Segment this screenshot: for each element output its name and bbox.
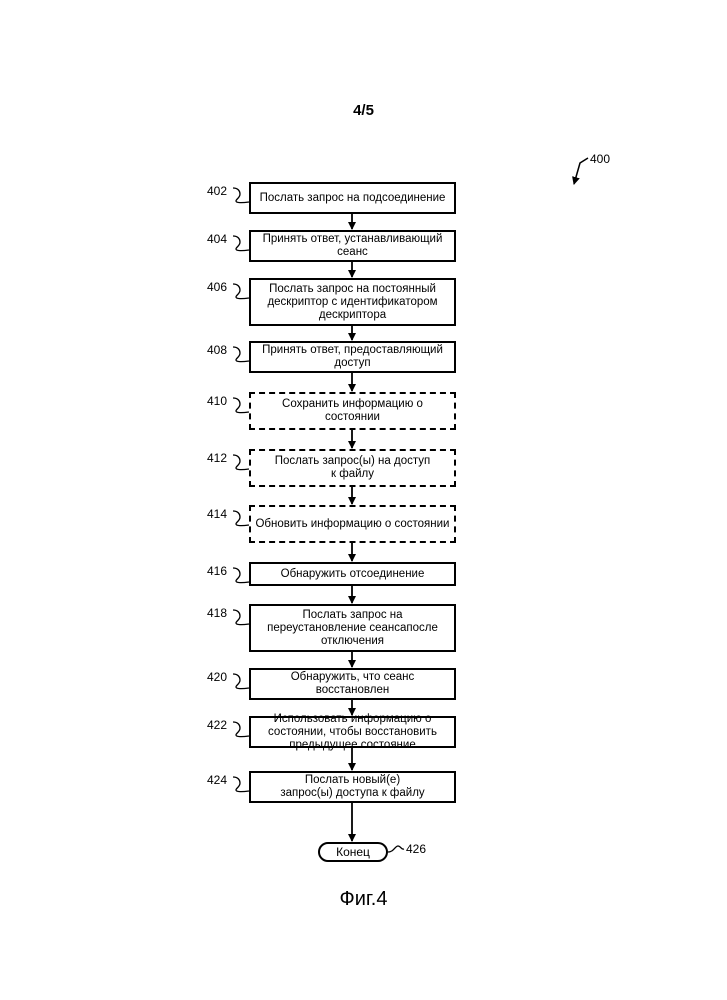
step-text: Послать запрос на подсоединение [260,192,446,205]
step-number-412: 412 [207,451,227,465]
step-box-424: Послать новый(е) запрос(ы) доступа к фай… [249,771,456,803]
leader-line-402 [233,188,249,203]
step-box-404: Принять ответ, устанавливающий сеанс [249,230,456,262]
step-box-422: Использовать информацию о состоянии, что… [249,716,456,748]
leader-line-424 [233,777,249,792]
step-number-402: 402 [207,184,227,198]
step-number-404: 404 [207,232,227,246]
leader-line-418 [233,610,249,625]
step-number-420: 420 [207,670,227,684]
step-number-418: 418 [207,606,227,620]
step-number-410: 410 [207,394,227,408]
step-number-416: 416 [207,564,227,578]
step-number-408: 408 [207,343,227,357]
step-box-410: Сохранить информацию о состоянии [249,392,456,430]
leader-line-404 [233,236,249,251]
step-text: Сохранить информацию о состоянии [282,398,423,424]
step-number-414: 414 [207,507,227,521]
leader-line-422 [233,722,249,737]
step-number-end: 426 [406,842,426,856]
step-text: Использовать информацию о состоянии, что… [268,713,437,752]
step-box-416: Обнаружить отсоединение [249,562,456,586]
step-box-420: Обнаружить, что сеанс восстановлен [249,668,456,700]
leader-line-408 [233,347,249,362]
step-box-406: Послать запрос на постоянный дескриптор … [249,278,456,326]
step-number-422: 422 [207,718,227,732]
leader-line-end [388,846,404,852]
step-number-424: 424 [207,773,227,787]
step-text: Послать запрос на постоянный дескриптор … [267,283,437,322]
step-text: Обновить информацию о состоянии [255,518,449,531]
figure-ref-arrow [574,158,588,184]
step-number-406: 406 [207,280,227,294]
step-box-402: Послать запрос на подсоединение [249,182,456,214]
figure-caption: Фиг.4 [0,888,727,911]
step-text: Послать запрос на переустановление сеанс… [267,609,438,648]
leader-line-406 [233,284,249,299]
leader-line-416 [233,568,249,583]
leader-line-420 [233,674,249,689]
end-label: Конец [336,845,370,859]
step-text: Послать запрос(ы) на доступ к файлу [275,455,430,481]
step-text: Принять ответ, предоставляющий доступ [262,344,443,370]
step-box-418: Послать запрос на переустановление сеанс… [249,604,456,652]
step-text: Принять ответ, устанавливающий сеанс [263,233,443,259]
step-box-412: Послать запрос(ы) на доступ к файлу [249,449,456,487]
leader-line-410 [233,398,249,413]
step-box-414: Обновить информацию о состоянии [249,505,456,543]
step-text: Послать новый(е) запрос(ы) доступа к фай… [280,774,424,800]
step-text: Обнаружить отсоединение [281,568,425,581]
step-box-408: Принять ответ, предоставляющий доступ [249,341,456,373]
leader-line-412 [233,455,249,470]
step-text: Обнаружить, что сеанс восстановлен [291,671,415,697]
leader-line-414 [233,511,249,526]
end-terminal: Конец [318,842,388,862]
